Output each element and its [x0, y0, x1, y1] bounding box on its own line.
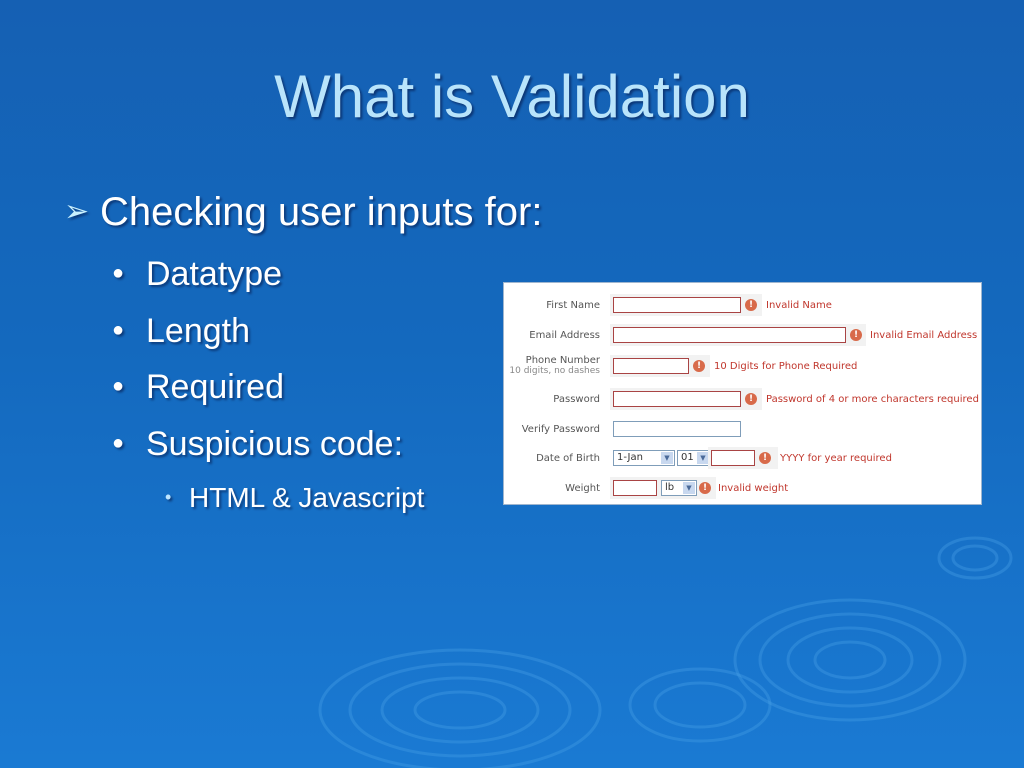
small-dot-bullet-icon: • — [165, 487, 172, 507]
email-label: Email Address — [529, 330, 600, 341]
sub-bullet-datatype: ● Datatype — [112, 255, 282, 294]
password-label: Password — [553, 394, 600, 405]
arrow-bullet-icon: ➢ — [64, 195, 90, 228]
phone-label-text: Phone Number — [525, 355, 600, 366]
dot-bullet-icon: ● — [112, 375, 125, 397]
phone-input[interactable] — [613, 358, 689, 374]
dot-bullet-icon: ● — [112, 432, 125, 454]
dot-bullet-icon: ● — [112, 262, 125, 284]
verify-password-row: Verify Password — [504, 415, 981, 443]
phone-hint: 10 digits, no dashes — [509, 366, 600, 376]
error-icon: ! — [759, 452, 771, 464]
first-name-input[interactable] — [613, 297, 741, 313]
error-icon: ! — [850, 329, 862, 341]
email-error: Invalid Email Address — [870, 330, 978, 341]
validation-form-screenshot: First Name ! Invalid Name Email Address … — [503, 282, 982, 505]
sub-bullet-length: ● Length — [112, 312, 250, 351]
password-input[interactable] — [613, 391, 741, 407]
dob-month-value: 1-Jan — [617, 452, 643, 463]
dob-day-value: 01 — [681, 452, 694, 463]
password-error: Password of 4 or more characters require… — [766, 394, 979, 405]
password-row: Password ! Password of 4 or more charact… — [504, 385, 981, 413]
dob-year-input[interactable] — [711, 450, 755, 466]
dob-day-select[interactable]: 01 ▼ — [677, 450, 711, 466]
dob-month-select[interactable]: 1-Jan ▼ — [613, 450, 675, 466]
slide-title: What is Validation — [274, 63, 750, 130]
first-name-error: Invalid Name — [766, 300, 832, 311]
main-bullet-text: Checking user inputs for: — [100, 190, 543, 234]
first-name-row: First Name ! Invalid Name — [504, 291, 981, 319]
weight-unit-value: lb — [665, 482, 675, 493]
verify-password-label: Verify Password — [521, 424, 600, 435]
chevron-down-icon: ▼ — [683, 482, 695, 494]
sub-sub-bullet-html-js: • HTML & Javascript — [165, 482, 424, 514]
error-icon: ! — [745, 393, 757, 405]
sub-bullet-text: Length — [146, 312, 250, 350]
weight-row: Weight lb ▼ ! Invalid weight — [504, 474, 981, 502]
chevron-down-icon: ▼ — [661, 452, 673, 464]
first-name-label: First Name — [546, 300, 600, 311]
weight-label: Weight — [565, 483, 600, 494]
weight-error: Invalid weight — [718, 483, 789, 494]
sub-bullet-suspicious-code: ● Suspicious code: — [112, 425, 403, 464]
sub-bullet-text: Datatype — [146, 255, 283, 293]
error-icon: ! — [745, 299, 757, 311]
dot-bullet-icon: ● — [112, 319, 125, 341]
dob-error: YYYY for year required — [780, 453, 892, 464]
dob-label: Date of Birth — [536, 453, 600, 464]
phone-error: 10 Digits for Phone Required — [714, 361, 858, 372]
sub-bullet-text: Required — [146, 368, 284, 406]
verify-password-input[interactable] — [613, 421, 741, 437]
weight-input[interactable] — [613, 480, 657, 496]
main-bullet: ➢ Checking user inputs for: — [64, 190, 542, 235]
chevron-down-icon: ▼ — [697, 452, 709, 464]
error-icon: ! — [693, 360, 705, 372]
email-input[interactable] — [613, 327, 846, 343]
sub-sub-bullet-text: HTML & Javascript — [189, 482, 425, 513]
email-row: Email Address ! Invalid Email Address — [504, 321, 981, 349]
weight-unit-select[interactable]: lb ▼ — [661, 480, 697, 496]
dob-row: Date of Birth 1-Jan ▼ 01 ▼ ! YYYY for ye… — [504, 444, 981, 472]
sub-bullet-text: Suspicious code: — [146, 425, 404, 463]
error-icon: ! — [699, 482, 711, 494]
sub-bullet-required: ● Required — [112, 368, 284, 407]
